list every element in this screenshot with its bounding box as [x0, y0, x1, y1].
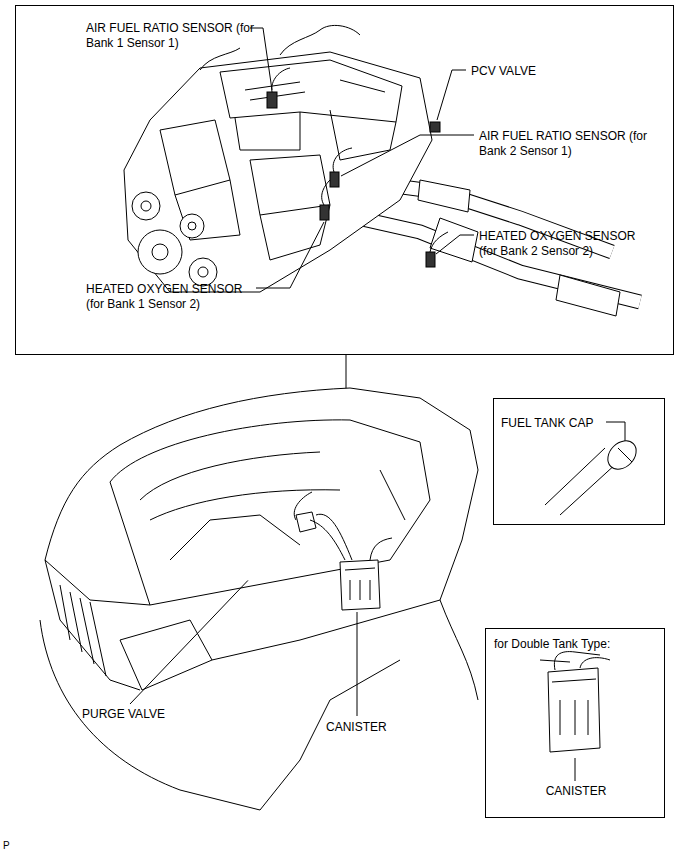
fuel-tank-cap-drawing: [545, 435, 642, 515]
part-label: AIR FUEL RATIO SENSOR (for Bank 2 Sensor…: [479, 129, 654, 159]
engine-drawing: [124, 25, 640, 316]
part-label: PURGE VALVE: [82, 707, 165, 722]
part-label: HEATED OXYGEN SENSOR (for Bank 2 Sensor …: [479, 229, 654, 259]
location-panel: AIR FUEL RATIO SENSOR (for Bank 1 Sensor…: [15, 5, 674, 355]
inset-box: FUEL TANK CAP: [493, 398, 665, 525]
part-label: PCV VALVE: [471, 64, 591, 79]
part-label: for Double Tank Type:: [494, 637, 659, 652]
part-label: CANISTER: [516, 784, 636, 799]
canister-and-purge-valve: [294, 492, 392, 610]
vehicle-drawing: [40, 388, 478, 810]
part-label: CANISTER: [326, 720, 387, 735]
part-label: FUEL TANK CAP: [501, 416, 651, 431]
double-tank-canister-drawing: [540, 652, 610, 752]
part-label: HEATED OXYGEN SENSOR (for Bank 1 Sensor …: [86, 282, 261, 312]
part-label: AIR FUEL RATIO SENSOR (for Bank 1 Sensor…: [86, 21, 261, 51]
part-label: P: [3, 838, 10, 853]
inset-box: for Double Tank Type: CANISTER: [485, 628, 665, 818]
